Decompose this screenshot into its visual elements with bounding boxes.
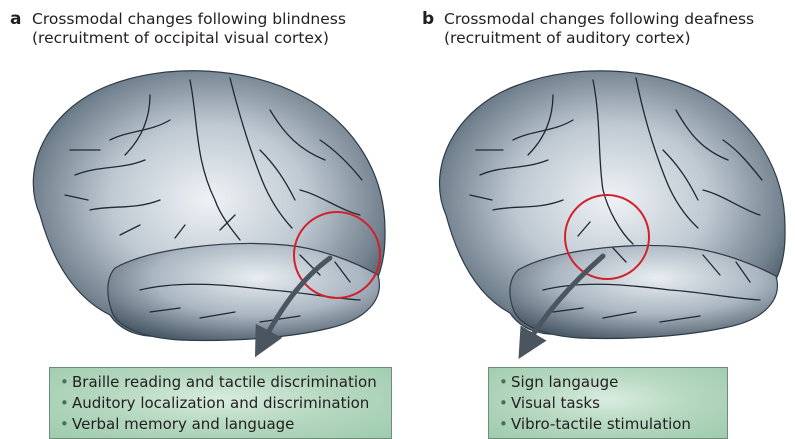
bullet-icon: • [499,414,508,435]
list-item: •Visual tasks [499,393,727,414]
panel-a: a Crossmodal changes following blindness… [0,0,397,439]
list-item: •Sign langauge [499,372,727,393]
bullet-icon: • [60,414,69,435]
list-item: •Verbal memory and language [60,414,391,435]
bullet-icon: • [499,372,508,393]
panel-b: b Crossmodal changes following deafness … [398,0,795,439]
bullet-icon: • [60,393,69,414]
bullet-icon: • [499,393,508,414]
list-item: •Auditory localization and discriminatio… [60,393,391,414]
panel-a-function-box: •Braille reading and tactile discriminat… [49,367,392,439]
list-item: •Vibro-tactile stimulation [499,414,727,435]
bullet-icon: • [60,372,69,393]
list-item: •Braille reading and tactile discriminat… [60,372,391,393]
temporal-lobe [108,244,380,341]
panel-b-function-box: •Sign langauge •Visual tasks •Vibro-tact… [488,367,728,439]
